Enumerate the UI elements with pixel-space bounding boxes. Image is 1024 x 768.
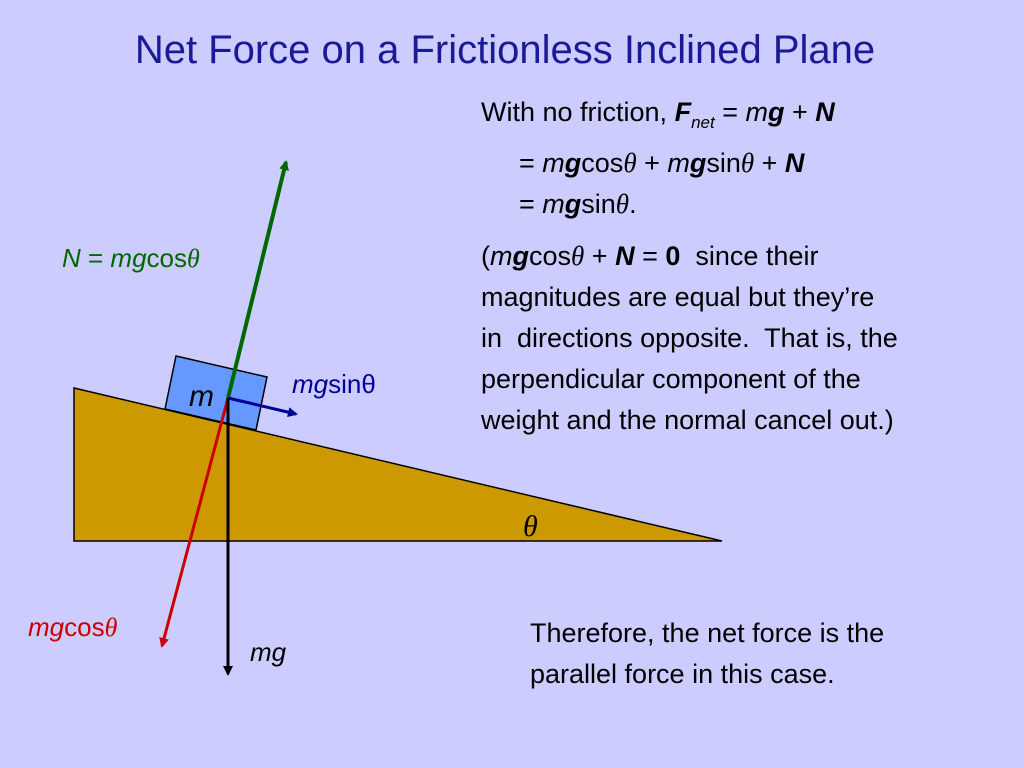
note-line-2: magnitudes are equal but they’re [481, 282, 875, 312]
conclusion-text: Therefore, the net force is the parallel… [530, 613, 884, 695]
parallel-force-label: mgsinθ [292, 369, 376, 399]
conclusion-line-2: parallel force in this case. [530, 659, 835, 689]
weight-label: mg [250, 637, 287, 667]
normal-force-arrow [226, 160, 289, 399]
note-line-4: perpendicular component of the [481, 364, 861, 394]
angle-label: θ [523, 510, 538, 543]
mass-label: m [189, 380, 214, 413]
net-force-equations: With no friction, Fnet = mg + N = mgcosθ… [481, 92, 835, 225]
parallel-force-arrow [227, 396, 298, 418]
conclusion-line-1: Therefore, the net force is the [530, 618, 885, 648]
equation-line-3: = mgsinθ. [519, 189, 637, 219]
equation-line-1: With no friction, Fnet = mg + N [481, 97, 835, 132]
note-line-5: weight and the normal cancel out.) [481, 405, 894, 435]
normal-force-label: N = mgcosθ [62, 243, 200, 273]
inclined-plane [73, 387, 723, 542]
note-line-3: in directions opposite. That is, the [481, 323, 898, 353]
perpendicular-force-arrow [159, 397, 230, 648]
equation-line-2: = mgcosθ + mgsinθ + N [519, 148, 805, 178]
perpendicular-force-label: mgcosθ [28, 612, 118, 642]
slide-title: Net Force on a Frictionless Inclined Pla… [134, 28, 876, 72]
cancellation-note: (mgcosθ + N = 0 since their magnitudes a… [481, 236, 898, 441]
note-line-1: (mgcosθ + N = 0 since their [481, 241, 819, 271]
